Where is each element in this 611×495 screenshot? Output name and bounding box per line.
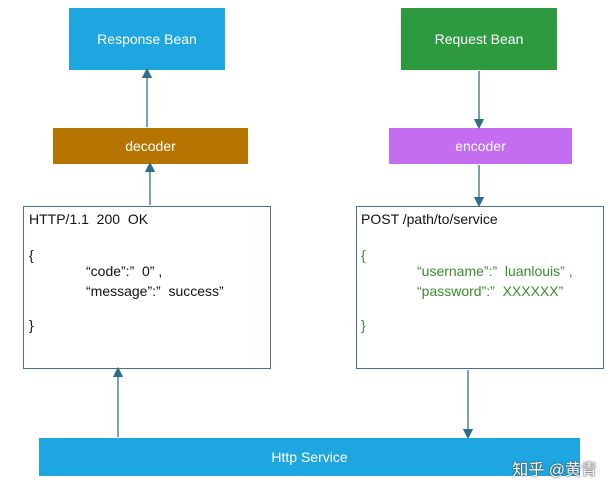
encoder-box: encoder <box>389 128 572 164</box>
request-json-line-username: “username”:” luanlouis” , <box>417 263 573 279</box>
decoder-label: decoder <box>125 138 176 154</box>
http-service-bar: Http Service <box>39 438 580 476</box>
zhihu-watermark: 知乎 @黄青 <box>512 462 597 479</box>
http-service-label: Http Service <box>271 449 348 465</box>
request-line: POST /path/to/service <box>361 211 498 227</box>
response-json-line-message: “message”:” success” <box>86 283 224 299</box>
response-status-line: HTTP/1.1 200 OK <box>29 211 149 227</box>
response-close-brace: } <box>29 317 34 333</box>
response-bean-label: Response Bean <box>97 31 197 47</box>
request-bean-label: Request Bean <box>434 31 524 47</box>
request-open-brace: { <box>361 247 366 263</box>
response-open-brace: { <box>29 247 34 263</box>
request-json-line-password: “password”:” XXXXXX” <box>417 283 564 299</box>
decoder-box: decoder <box>53 128 248 164</box>
request-bean-box: Request Bean <box>401 8 557 70</box>
response-json-line-code: “code”:” 0” , <box>86 263 163 279</box>
encoder-label: encoder <box>455 138 506 154</box>
http-response-panel: HTTP/1.1 200 OK { “code”:” 0” , “message… <box>23 206 271 369</box>
response-bean-box: Response Bean <box>69 8 225 70</box>
request-close-brace: } <box>361 317 366 333</box>
